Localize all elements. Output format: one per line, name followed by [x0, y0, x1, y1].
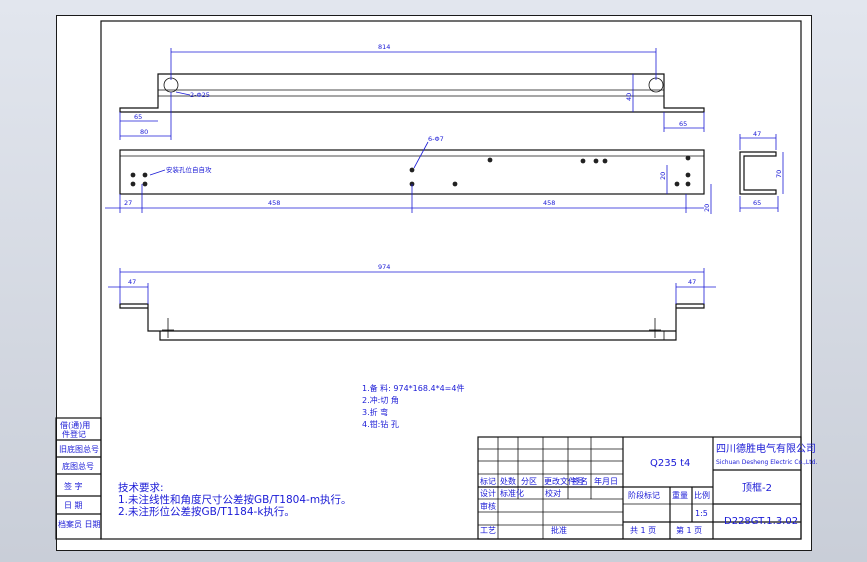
dim-70: 70 [775, 170, 783, 178]
strip-label-5: 签 字 [64, 481, 83, 491]
change-header-2: 处数 [500, 476, 516, 486]
dim-458-a: 458 [268, 199, 280, 207]
sheet-total: 共 1 页 [630, 526, 656, 535]
dim-65-side: 65 [753, 199, 761, 207]
front-view: 6-Φ7 安装孔位自自攻 27 458 458 20 20 [105, 135, 712, 214]
dim-458-b: 458 [543, 199, 555, 207]
tech-requirements: 技术要求: 1.未注线性和角度尺寸公差按GB/T1804-m执行。 2.未注形位… [118, 481, 352, 518]
dim-hole-7: 6-Φ7 [428, 135, 444, 143]
strip-label-7: 档案员 日期 [58, 519, 101, 529]
stage-label: 阶段标记 [628, 490, 660, 500]
company-name: 四川德胜电气有限公司 [716, 442, 816, 455]
drawing-sheet [56, 15, 812, 551]
dim-47-right: 47 [688, 278, 696, 286]
weight-label: 重量 [672, 490, 688, 500]
strip-label-4: 底图总号 [62, 461, 94, 471]
side-view: 47 70 65 [739, 130, 784, 212]
change-header-1: 标记 [480, 476, 496, 486]
role-process: 工艺 [480, 526, 496, 535]
dim-974: 974 [378, 263, 390, 271]
role-check: 校对 [545, 488, 561, 498]
strip-label-6: 日 期 [64, 501, 83, 510]
bottom-view: 974 47 47 [108, 263, 716, 341]
role-design: 设计 [480, 488, 496, 498]
role-review: 审核 [480, 501, 496, 511]
process-note-3: 3.折 弯 [362, 407, 388, 417]
dim-814: 814 [378, 43, 390, 51]
company-name-en: Sichuan Desheng Electric Co.,Ltd. [716, 459, 817, 466]
scale-value: 1:5 [695, 509, 708, 518]
change-header-6: 年月日 [594, 476, 618, 486]
dim-47-left: 47 [128, 278, 136, 286]
role-approve: 批准 [551, 525, 567, 535]
process-note-4: 4.钳:钻 孔 [362, 419, 399, 429]
tech-title: 技术要求: [118, 481, 164, 494]
scale-label: 比例 [694, 490, 710, 500]
dim-47-side: 47 [753, 130, 761, 138]
role-standard: 标准化 [500, 488, 524, 498]
dim-hole-25: 2-Φ25 [190, 91, 210, 99]
strip-label-2: 件登记 [62, 429, 86, 439]
top-view: 814 2-Φ25 65 80 65 40 [119, 43, 705, 140]
process-note-1: 1.备 料: 974*168.4*4=4件 [362, 383, 464, 393]
sheet-no: 第 1 页 [676, 525, 702, 535]
dim-80: 80 [140, 128, 148, 136]
dim-40: 40 [625, 93, 633, 101]
material: Q235 t4 [650, 458, 690, 469]
dim-27: 27 [124, 199, 132, 207]
inner-border [100, 20, 802, 540]
strip-label-3: 旧底图总号 [59, 444, 99, 454]
tech-line-2: 2.未注形位公差按GB/T1184-k执行。 [118, 505, 295, 518]
change-header-5: 签名 [572, 476, 588, 486]
label-rivet: 安装孔位自自攻 [166, 165, 212, 174]
dim-65-right: 65 [679, 120, 687, 128]
part-name: 顶框-2 [742, 481, 772, 494]
change-header-3: 分区 [521, 477, 537, 486]
process-note-2: 2.冲:切 角 [362, 395, 399, 405]
left-strip: 借(通)用 件登记 旧底图总号 底图总号 签 字 日 期 档案员 日期 [55, 417, 102, 540]
process-notes: 1.备 料: 974*168.4*4=4件 2.冲:切 角 3.折 弯 4.钳:… [362, 383, 464, 429]
title-block: 标记 处数 分区 更改文件号 签名 年月日 设计 标准化 校对 审核 工艺 批准… [477, 436, 817, 540]
tech-line-1: 1.未注线性和角度尺寸公差按GB/T1804-m执行。 [118, 493, 352, 506]
dim-20-b: 20 [703, 204, 711, 212]
dim-65-left: 65 [134, 113, 142, 121]
change-header-4: 更改文件号 [544, 476, 584, 486]
dim-20-a: 20 [659, 172, 667, 180]
drawing-number: D228GT.1.3.02 [724, 516, 798, 527]
strip-label-1: 借(通)用 [60, 420, 90, 430]
